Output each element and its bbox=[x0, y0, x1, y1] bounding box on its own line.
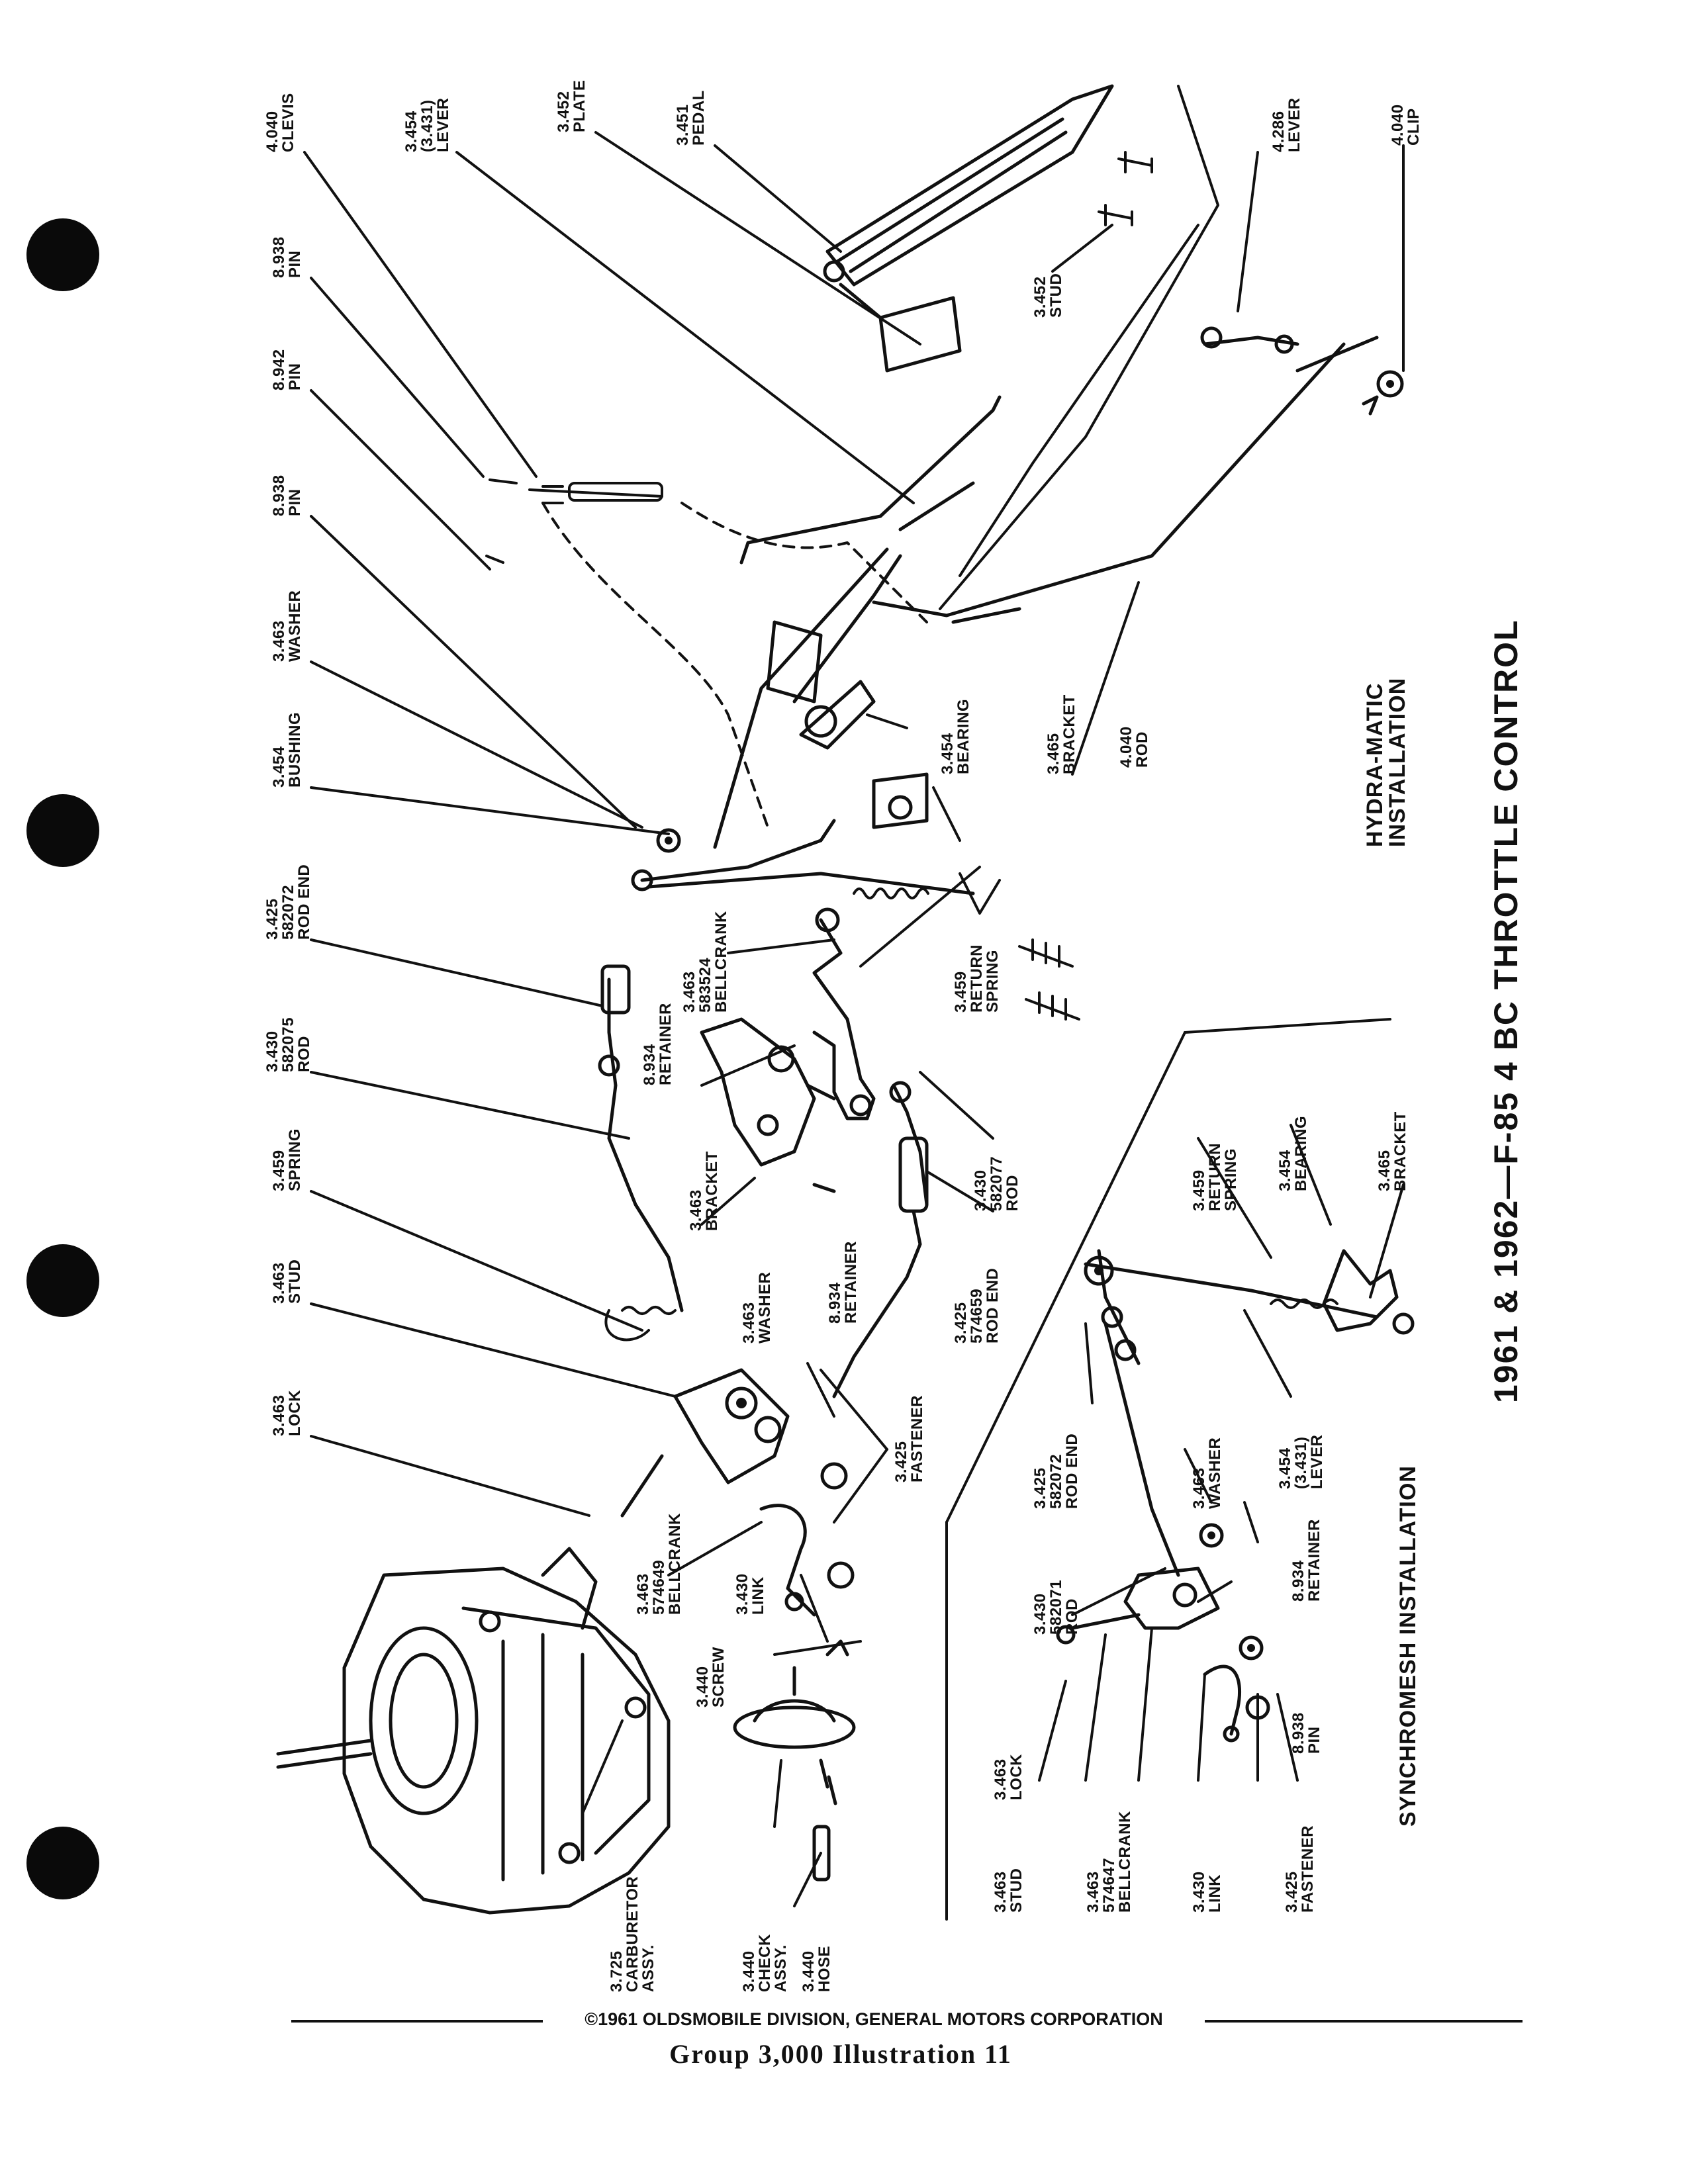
callout-rod-end: 3.425 574659 ROD END bbox=[952, 1267, 1002, 1343]
copyright-notice: ©1961 OLDSMOBILE DIVISION, GENERAL MOTOR… bbox=[543, 2009, 1205, 2030]
return-spring-hydramatic bbox=[853, 872, 1001, 915]
rod-582075 bbox=[598, 964, 684, 1312]
bracket-3463 bbox=[700, 1017, 836, 1193]
callout-rod-end: 3.425 582072 ROD END bbox=[1031, 1433, 1081, 1509]
callout-bearing: 3.454 BEARING bbox=[939, 698, 972, 774]
callout-retainer: 8.934 RETAINER bbox=[641, 1003, 675, 1085]
spring-3459 bbox=[604, 1306, 677, 1342]
fill-details bbox=[665, 380, 1394, 1652]
callout-lock: 3.463 LOCK bbox=[270, 1390, 304, 1436]
carburetor-assembly bbox=[276, 1547, 671, 1915]
bearing-bracket-hydramatic bbox=[766, 620, 929, 829]
firewall bbox=[939, 85, 1219, 610]
callout-pin: 8.938 PIN bbox=[270, 236, 304, 278]
callout-bracket: 3.465 BRACKET bbox=[1376, 1111, 1409, 1191]
clevis-assembly bbox=[485, 478, 663, 564]
callout-rod: 3.430 582075 ROD bbox=[263, 1017, 313, 1072]
callout-fastener: 3.425 FASTENER bbox=[892, 1394, 926, 1482]
callout-retainer: 8.934 RETAINER bbox=[826, 1241, 860, 1324]
callout-bellcrank: 3.463 583524 BELLCRANK bbox=[680, 911, 730, 1013]
callout-plate: 3.452 PLATE bbox=[555, 79, 588, 132]
hydramatic-rod bbox=[872, 336, 1379, 624]
callout-clevis: 4.040 CLEVIS bbox=[263, 93, 297, 152]
synchromesh-link bbox=[1203, 1635, 1270, 1743]
callout-rod-end: 3.425 582072 ROD END bbox=[263, 864, 313, 940]
callout-washer: 3.463 WASHER bbox=[740, 1271, 774, 1343]
leader-lines bbox=[303, 131, 1405, 1907]
section-title-synchromesh: SYNCHROMESH INSTALLATION bbox=[1395, 1465, 1421, 1827]
callout-bushing: 3.454 BUSHING bbox=[270, 711, 304, 788]
cable-path bbox=[541, 502, 928, 829]
callout-clip: 4.040 CLIP bbox=[1389, 104, 1423, 146]
synchromesh-rod bbox=[1103, 1322, 1180, 1577]
callout-carburetor: 3.725 CARBURETOR ASSY. bbox=[608, 1876, 657, 1992]
callout-bearing: 3.454 BEARING bbox=[1276, 1115, 1310, 1191]
punch-hole bbox=[26, 1827, 99, 1899]
lever-4286 bbox=[1200, 326, 1404, 416]
callout-washer: 3.463 WASHER bbox=[270, 590, 304, 662]
callout-washer: 3.463 WASHER bbox=[1190, 1437, 1224, 1509]
bolt-assembly bbox=[1018, 938, 1080, 1021]
callout-fastener: 3.425 FASTENER bbox=[1283, 1825, 1317, 1913]
callout-pin: 8.938 PIN bbox=[1289, 1712, 1323, 1754]
punch-hole bbox=[26, 1244, 99, 1317]
callout-rod: 4.040 ROD bbox=[1117, 726, 1151, 768]
callout-pedal: 3.451 PEDAL bbox=[674, 90, 708, 146]
callout-bellcrank: 3.463 574649 BELLCRANK bbox=[634, 1513, 684, 1615]
check-assembly bbox=[733, 1639, 856, 1882]
callout-check-assembly: 3.440 CHECK ASSY. bbox=[740, 1934, 790, 1992]
punch-hole bbox=[26, 218, 99, 291]
callout-bracket: 3.465 BRACKET bbox=[1045, 694, 1078, 774]
callout-return-spring: 3.459 RETURN SPRING bbox=[952, 944, 1002, 1013]
callout-stud: 3.463 STUD bbox=[992, 1868, 1025, 1913]
callout-lock: 3.463 LOCK bbox=[992, 1754, 1025, 1800]
callout-hose: 3.440 HOSE bbox=[800, 1945, 833, 1992]
synchromesh-bellcrank bbox=[1056, 1523, 1224, 1645]
installation-divider bbox=[945, 1018, 1391, 1921]
pivot-linkage bbox=[631, 819, 975, 895]
pedal-lever bbox=[713, 395, 1002, 849]
callout-bracket: 3.463 BRACKET bbox=[687, 1151, 721, 1231]
callout-return-spring: 3.459 RETURN SPRING bbox=[1190, 1143, 1240, 1211]
callout-rod: 3.430 582077 ROD bbox=[972, 1156, 1021, 1211]
bellcrank-583524 bbox=[812, 907, 876, 1120]
rod-582077 bbox=[832, 1081, 929, 1398]
callout-lever: 3.454 (3.431) LEVER bbox=[1276, 1434, 1326, 1489]
callout-lever: 3.454 (3.431) LEVER bbox=[402, 97, 452, 152]
pedal-stud bbox=[1098, 151, 1153, 226]
callout-pin: 8.942 PIN bbox=[270, 349, 304, 390]
synchromesh-lever bbox=[1084, 1249, 1415, 1365]
diagram-title: 1961 & 1962—F-85 4 BC THROTTLE CONTROL bbox=[1487, 619, 1524, 1403]
callout-pin: 8.938 PIN bbox=[270, 475, 304, 516]
callout-bellcrank: 3.463 574647 BELLCRANK bbox=[1084, 1811, 1134, 1913]
callout-link: 3.430 LINK bbox=[733, 1573, 767, 1615]
callout-stud: 3.463 STUD bbox=[270, 1259, 304, 1304]
callout-link: 3.430 LINK bbox=[1190, 1871, 1224, 1913]
bellcrank-574649 bbox=[620, 1368, 790, 1518]
synchromesh-return-spring bbox=[1270, 1298, 1338, 1309]
callout-screw: 3.440 SCREW bbox=[694, 1647, 727, 1707]
callout-rod: 3.430 582071 ROD bbox=[1031, 1579, 1081, 1635]
punch-hole bbox=[26, 794, 99, 867]
section-title-hydramatic: HYDRA-MATIC INSTALLATION bbox=[1362, 677, 1410, 847]
callout-stud: 3.452 STUD bbox=[1031, 273, 1065, 318]
callout-lever-4286: 4.286 LEVER bbox=[1270, 97, 1303, 152]
callout-spring: 3.459 SPRING bbox=[270, 1128, 304, 1191]
accelerator-pedal bbox=[823, 84, 1114, 373]
link-3430 bbox=[759, 1462, 855, 1617]
callout-retainer: 8.934 RETAINER bbox=[1289, 1519, 1323, 1602]
group-illustration-number: Group 3,000 Illustration 11 bbox=[669, 2039, 1012, 2069]
